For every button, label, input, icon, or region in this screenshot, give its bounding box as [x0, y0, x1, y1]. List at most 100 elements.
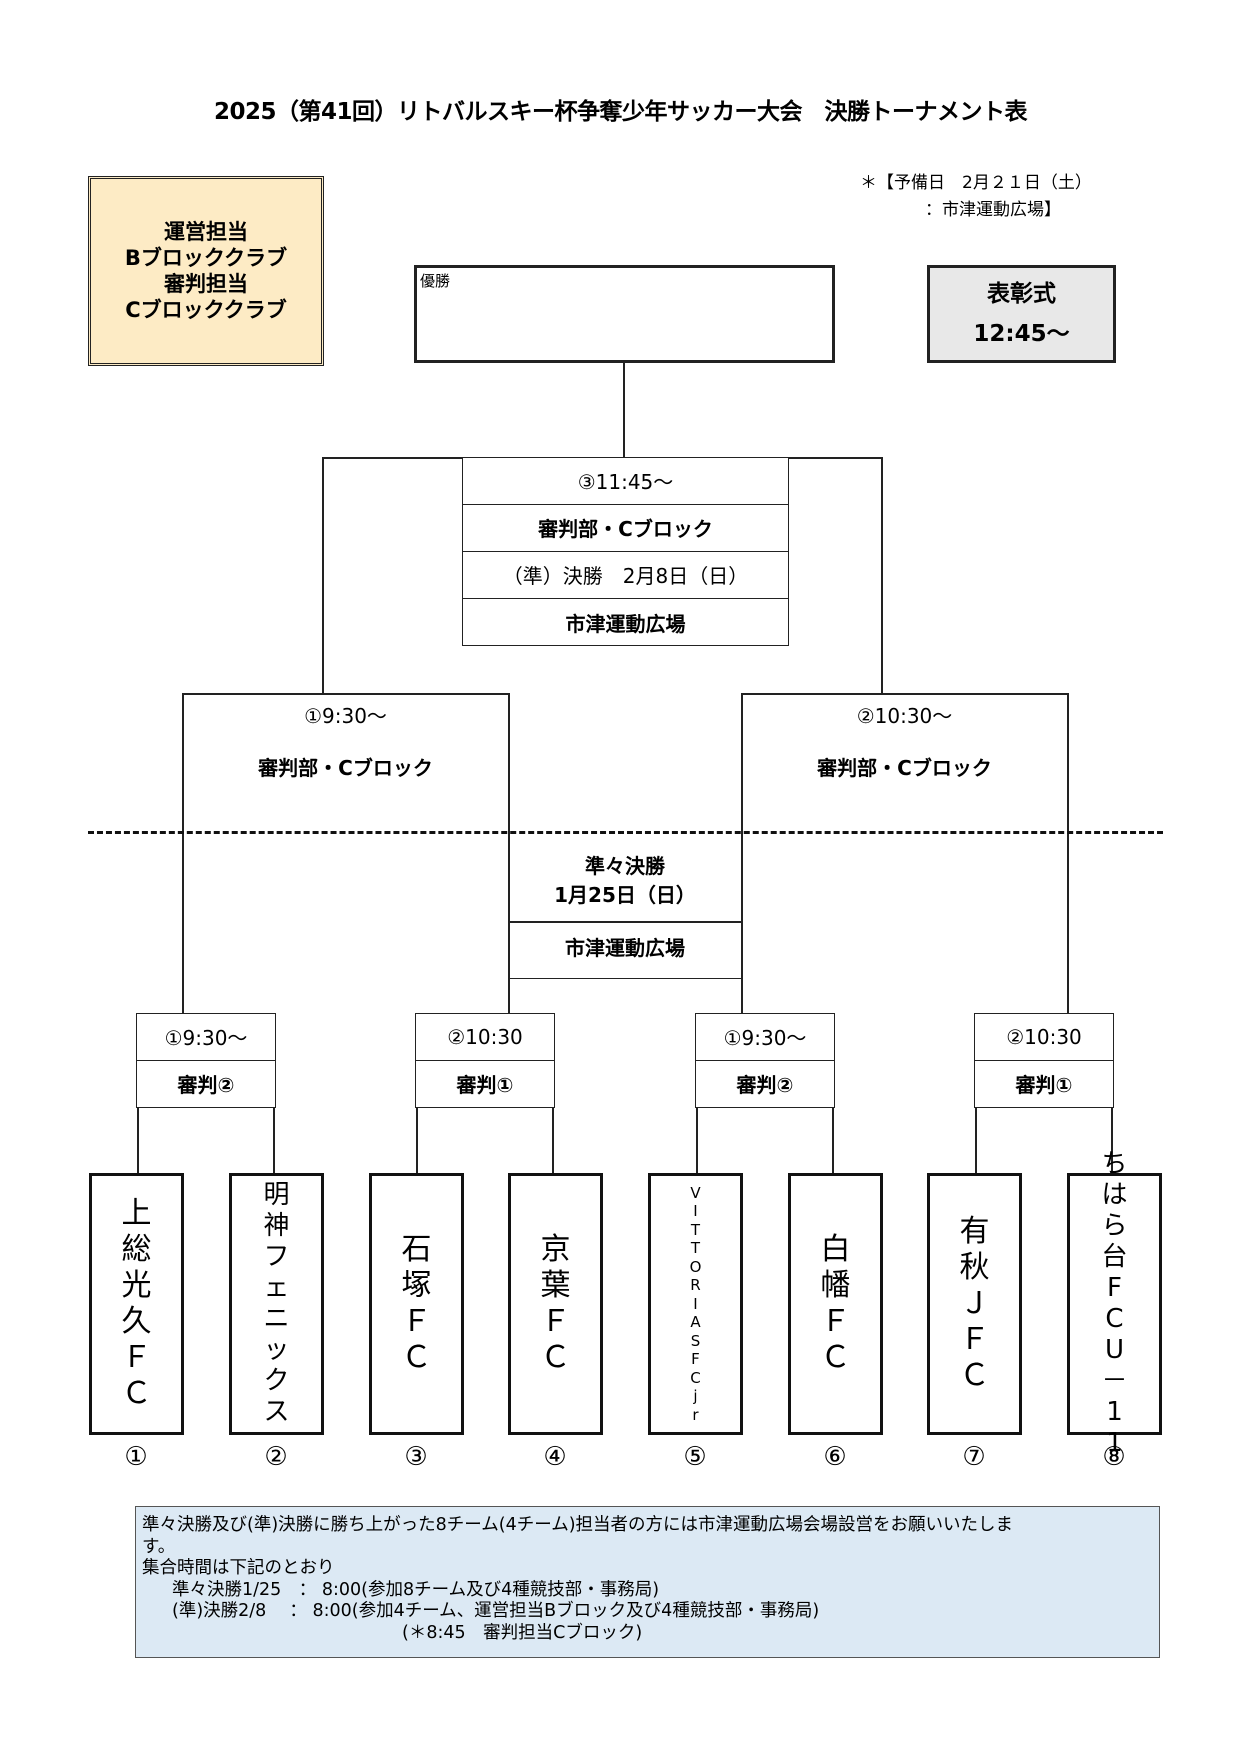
- team-name-char: Ｆ: [121, 1340, 152, 1375]
- bracket-line: [741, 693, 743, 1013]
- final-match-date: （準）決勝 2月8日（日）: [463, 552, 788, 600]
- note-line: す。: [142, 1536, 176, 1557]
- team-number: ⑧: [1102, 1442, 1126, 1472]
- team-name-char: U: [1104, 1335, 1125, 1365]
- bracket-line: [1111, 1108, 1113, 1174]
- staff-line: Bブロッククラブ: [124, 246, 288, 270]
- team-name-char: Ｃ: [540, 1340, 571, 1375]
- semi-right-time: ②10:30〜: [856, 704, 953, 728]
- note-line: 準々決勝及び(準)決勝に勝ち上がった8チーム(4チーム)担当者の方には市津運動広…: [142, 1515, 1014, 1535]
- team-name-char: Ｃ: [959, 1358, 990, 1393]
- note-line: 集合時間は下記のとおり: [142, 1558, 335, 1578]
- first-round-match-box: ②10:30 審判①: [974, 1013, 1114, 1108]
- bracket-line: [416, 1108, 418, 1174]
- team-name-char: 有: [959, 1214, 990, 1249]
- team-name-char: I: [693, 1294, 698, 1313]
- team-name-char: 1: [1106, 1397, 1123, 1427]
- team-name-char: S: [690, 1331, 701, 1350]
- team-number: ⑤: [683, 1442, 707, 1472]
- team-name-char: C: [690, 1368, 701, 1387]
- team-name-char: F: [691, 1350, 700, 1369]
- team-number: ③: [404, 1442, 428, 1472]
- staff-line: 運営担当: [164, 220, 248, 244]
- team-name-char: 秋: [959, 1250, 990, 1285]
- first-round-time: ②10:30: [975, 1014, 1113, 1061]
- team-name-char: 明: [263, 1180, 290, 1210]
- ceremony-box: 表彰式 12:45〜: [927, 265, 1116, 363]
- team-name-char: 久: [121, 1304, 152, 1339]
- staff-line: 審判担当: [164, 272, 248, 296]
- reserve-day-line1: ＊【予備日 2月２１日（土）: [860, 173, 1092, 193]
- team-name-char: 京: [540, 1232, 571, 1267]
- semi-left-referee: 審判部・Cブロック: [258, 756, 433, 780]
- bracket-line: [182, 693, 184, 1013]
- team-name-char: Ｃ: [121, 1376, 152, 1411]
- semi-left-time: ①9:30〜: [304, 704, 387, 728]
- first-round-time: ②10:30: [416, 1014, 554, 1061]
- ceremony-time: 12:45〜: [973, 321, 1070, 347]
- team-name-char: ッ: [263, 1335, 290, 1365]
- team-name-char: r: [692, 1405, 699, 1424]
- team-name-char: T: [690, 1239, 701, 1258]
- final-match-box: ③11:45〜 審判部・Cブロック （準）決勝 2月8日（日） 市津運動広場: [462, 457, 789, 646]
- team-name-char: ニ: [263, 1304, 290, 1334]
- winner-label: 優勝: [420, 272, 451, 290]
- semi-match-left: [182, 693, 509, 695]
- reserve-day-line2: ：市津運動広場】: [925, 200, 1061, 220]
- page-title: 2025（第41回）リトバルスキー杯争奪少年サッカー大会 決勝トーナメント表: [213, 99, 1028, 125]
- quarter-info-box: 準々決勝 1月25日（日） 市津運動広場: [508, 834, 742, 979]
- team-name-char: A: [690, 1313, 701, 1332]
- bracket-line: [552, 1108, 554, 1174]
- team-name-char: 上: [121, 1196, 152, 1231]
- quarter-venue: 市津運動広場: [565, 936, 685, 960]
- team-name-char: I: [693, 1202, 698, 1221]
- team-number: ⑦: [962, 1442, 986, 1472]
- team-box: 明神フェニックス: [229, 1173, 324, 1435]
- winner-box: 優勝: [414, 265, 835, 363]
- first-round-match-box: ②10:30 審判①: [415, 1013, 555, 1108]
- team-number: ⑥: [823, 1442, 847, 1472]
- team-name-char: V: [690, 1183, 701, 1202]
- first-round-match-box: ①9:30〜 審判②: [136, 1013, 276, 1108]
- bracket-line: [881, 457, 883, 694]
- bracket-line: [623, 363, 625, 457]
- team-name-char: j: [693, 1387, 698, 1406]
- team-number: ②: [264, 1442, 288, 1472]
- bracket-line: [1067, 693, 1069, 1013]
- team-name-char: 塚: [401, 1268, 432, 1303]
- team-name-char: －: [1101, 1366, 1128, 1396]
- team-name-char: Ｆ: [401, 1304, 432, 1339]
- semi-match-right: [741, 693, 1068, 695]
- first-round-referee: 審判①: [1015, 1073, 1073, 1098]
- quarter-date: 1月25日（日）: [554, 883, 696, 907]
- team-name-char: Ｃ: [820, 1340, 851, 1375]
- bracket-line: [832, 1108, 834, 1174]
- first-round-referee: 審判②: [177, 1073, 235, 1098]
- team-name-char: O: [689, 1257, 702, 1276]
- team-name-char: ス: [263, 1397, 290, 1427]
- team-name-char: ェ: [263, 1273, 290, 1303]
- semi-right-referee: 審判部・Cブロック: [817, 756, 992, 780]
- team-number: ①: [124, 1442, 148, 1472]
- team-name-char: 神: [263, 1211, 290, 1241]
- round-divider: [88, 831, 1163, 834]
- team-name-char: Ｆ: [540, 1304, 571, 1339]
- team-name-char: T: [690, 1220, 701, 1239]
- team-name-char: R: [690, 1276, 701, 1295]
- first-round-time: ①9:30〜: [137, 1014, 275, 1061]
- note-line: (＊8:45 審判担当Cブロック): [402, 1622, 643, 1643]
- bracket-line: [137, 1108, 139, 1174]
- first-round-match-box: ①9:30〜 審判②: [695, 1013, 835, 1108]
- team-name-char: C: [1105, 1304, 1124, 1334]
- note-line: (準)決勝2/8 ： 8:00(参加4チーム、運営担当Bブロック及び4種競技部・…: [172, 1601, 820, 1621]
- team-name-char: ク: [263, 1366, 290, 1396]
- ceremony-label: 表彰式: [987, 281, 1056, 307]
- final-match-venue: 市津運動広場: [565, 611, 686, 636]
- team-name-char: 葉: [540, 1268, 571, 1303]
